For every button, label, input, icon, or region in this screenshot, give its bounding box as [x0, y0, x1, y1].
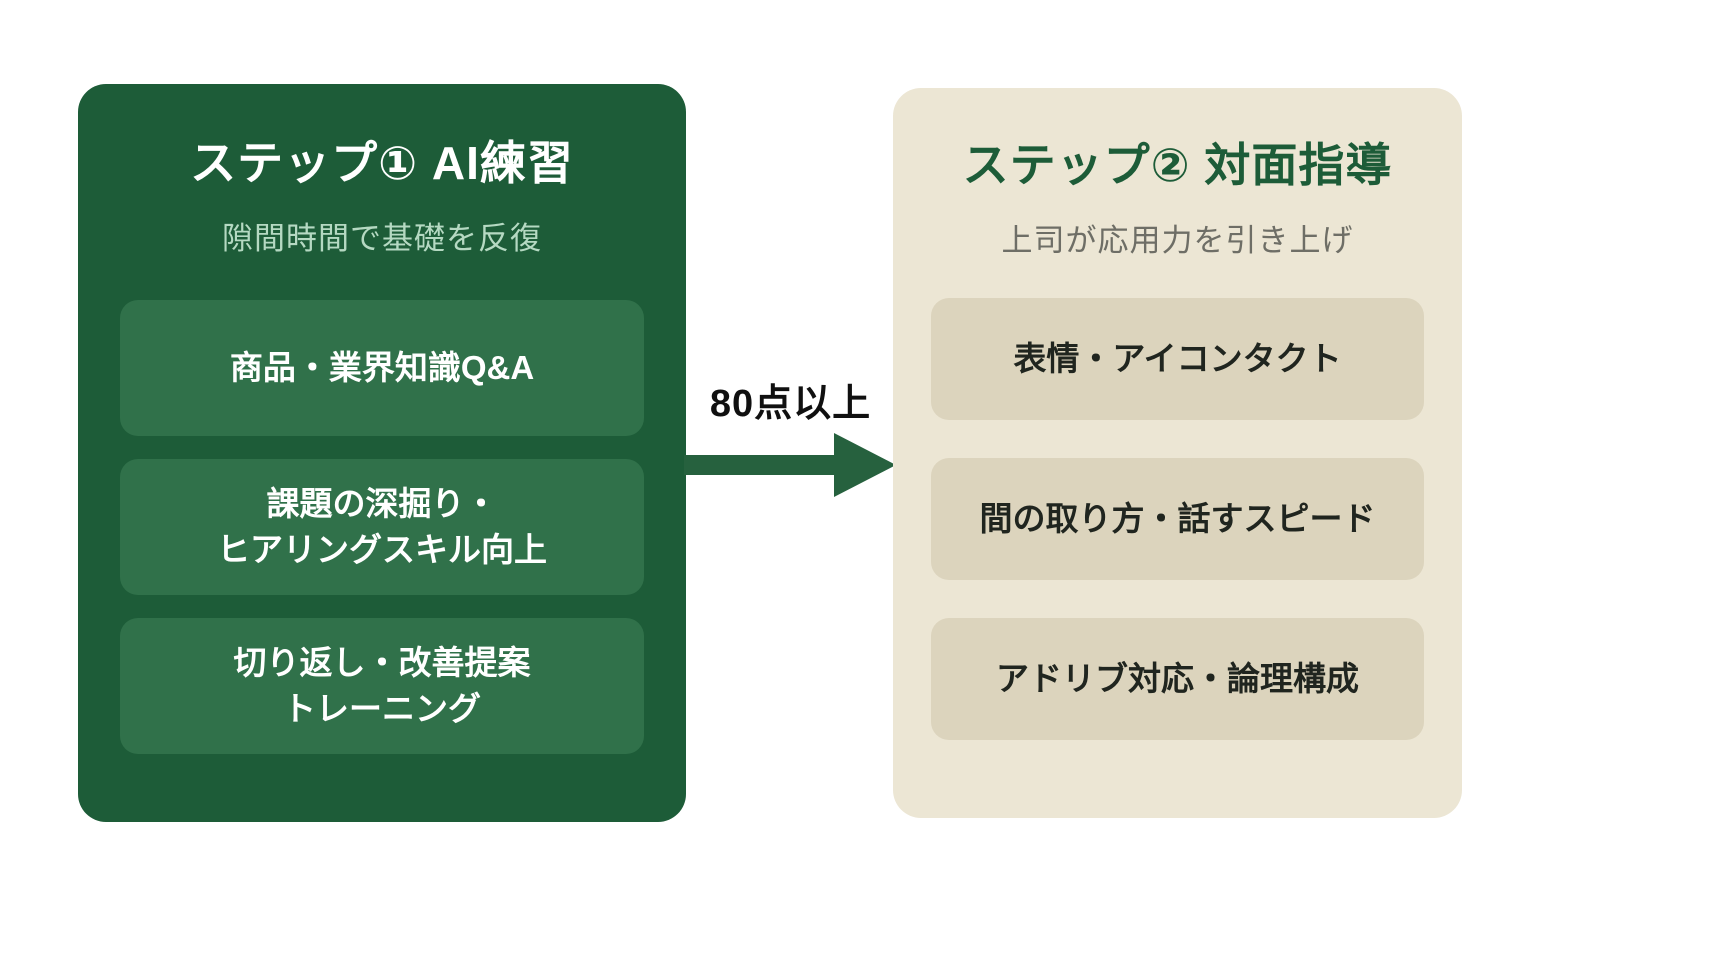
step1-title: ステップ① AI練習 — [190, 137, 574, 189]
step1-item-training: 切り返し・改善提案 トレーニング — [120, 618, 644, 755]
step2-subtitle: 上司が応用力を引き上げ — [1001, 223, 1354, 259]
step2-item-list: 表情・アイコンタクト 間の取り方・話すスピード アドリブ対応・論理構成 — [931, 298, 1424, 741]
arrow-score-label: 80点以上 — [709, 383, 872, 425]
step2-title: ステップ② 対面指導 — [962, 139, 1393, 191]
step2-item-adlib: アドリブ対応・論理構成 — [931, 618, 1424, 741]
step1-item-hearing: 課題の深掘り・ ヒアリングスキル向上 — [120, 459, 644, 596]
step2-item-eye-contact: 表情・アイコンタクト — [931, 298, 1424, 421]
step1-panel: ステップ① AI練習 隙間時間で基礎を反復 商品・業界知識Q&A 課題の深掘り・… — [78, 84, 686, 822]
step2-panel: ステップ② 対面指導 上司が応用力を引き上げ 表情・アイコンタクト 間の取り方・… — [893, 88, 1462, 818]
step1-item-qa: 商品・業界知識Q&A — [120, 300, 644, 437]
step1-item-list: 商品・業界知識Q&A 課題の深掘り・ ヒアリングスキル向上 切り返し・改善提案 … — [120, 300, 644, 755]
step2-item-pacing: 間の取り方・話すスピード — [931, 458, 1424, 581]
step1-subtitle: 隙間時間で基礎を反復 — [222, 221, 542, 257]
right-arrow-icon — [684, 433, 896, 497]
